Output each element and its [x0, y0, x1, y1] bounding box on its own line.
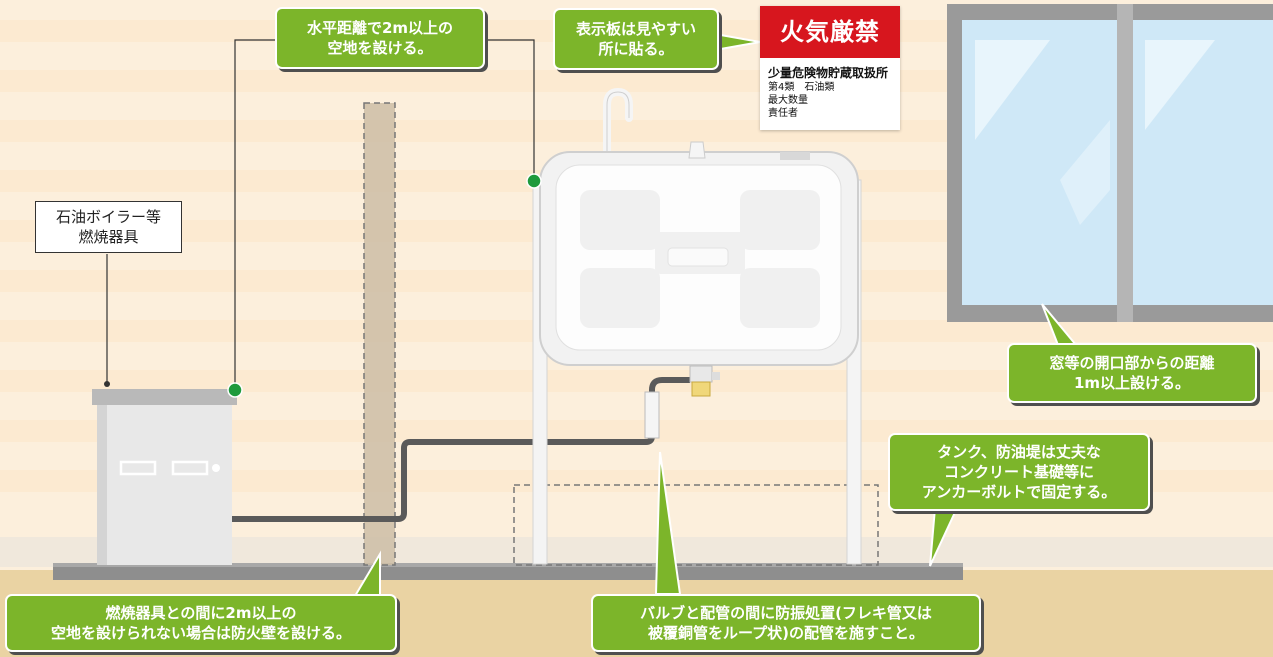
warning-sign: 火気厳禁 少量危険物貯蔵取扱所 第4類 石油類 最大数量 責任者 — [760, 6, 900, 130]
flexible-pipe — [644, 391, 660, 439]
boiler-label: 石油ボイラー等 燃焼器具 — [35, 201, 182, 253]
sign-line-1: 少量危険物貯蔵取扱所 — [768, 66, 889, 80]
callout-firewall-line-2: 空地を設けられない場合は防火壁を設ける。 — [50, 624, 351, 642]
callout-distance-2m-line-1: 水平距離で2m以上の — [306, 19, 454, 37]
boiler-label-line-2: 燃焼器具 — [78, 228, 139, 246]
sign-header: 火気厳禁 — [760, 6, 900, 58]
callout-sign-place-line-1: 表示板は見やすい — [575, 20, 696, 38]
valve — [689, 365, 720, 397]
oil-tank — [539, 141, 859, 366]
window — [947, 4, 1273, 322]
oil-boiler — [92, 389, 237, 565]
callout-valve-line-1: バルブと配管の間に防振処置(フレキ管又は — [640, 604, 932, 622]
fuel-pipe — [232, 398, 655, 522]
callout-firewall-line-1: 燃焼器具との間に2m以上の — [105, 604, 297, 622]
callout-foundation-line-3: アンカーボルトで固定する。 — [921, 483, 1117, 501]
sign-line-4: 責任者 — [768, 108, 798, 119]
callout-valve: バルブと配管の間に防振処置(フレキ管又は 被覆銅管をループ状)の配管を施すこと。 — [591, 594, 981, 652]
callout-sign-place: 表示板は見やすい 所に貼る。 — [553, 8, 719, 70]
callout-distance-2m: 水平距離で2m以上の 空地を設ける。 — [275, 7, 485, 69]
pointer-dot-label — [104, 381, 110, 387]
callout-window: 窓等の開口部からの距離 1m以上設ける。 — [1007, 343, 1257, 403]
pointer-dot-tank — [526, 173, 542, 189]
foundation-outline — [513, 484, 879, 566]
callout-foundation: タンク、防油堤は丈夫な コンクリート基礎等に アンカーボルトで固定する。 — [888, 433, 1150, 511]
sign-line-3: 最大数量 — [768, 95, 808, 106]
callout-distance-2m-line-2: 空地を設ける。 — [327, 39, 433, 57]
callout-window-line-1: 窓等の開口部からの距離 — [1049, 354, 1215, 372]
callout-sign-place-line-2: 所に貼る。 — [598, 40, 674, 58]
boiler-label-line-1: 石油ボイラー等 — [55, 208, 161, 226]
pointer-dot-boiler — [227, 382, 243, 398]
firewall — [363, 102, 396, 566]
callout-firewall: 燃焼器具との間に2m以上の 空地を設けられない場合は防火壁を設ける。 — [5, 594, 397, 652]
sign-line-2: 第4類 石油類 — [768, 82, 835, 93]
callout-valve-line-2: 被覆銅管をループ状)の配管を施すこと。 — [648, 624, 924, 642]
concrete-slab — [53, 563, 963, 580]
sign-body: 少量危険物貯蔵取扱所 第4類 石油類 最大数量 責任者 — [768, 66, 888, 120]
callout-foundation-line-2: コンクリート基礎等に — [943, 463, 1094, 481]
callout-foundation-line-1: タンク、防油堤は丈夫な — [937, 443, 1101, 461]
callout-window-line-2: 1m以上設ける。 — [1073, 374, 1191, 392]
